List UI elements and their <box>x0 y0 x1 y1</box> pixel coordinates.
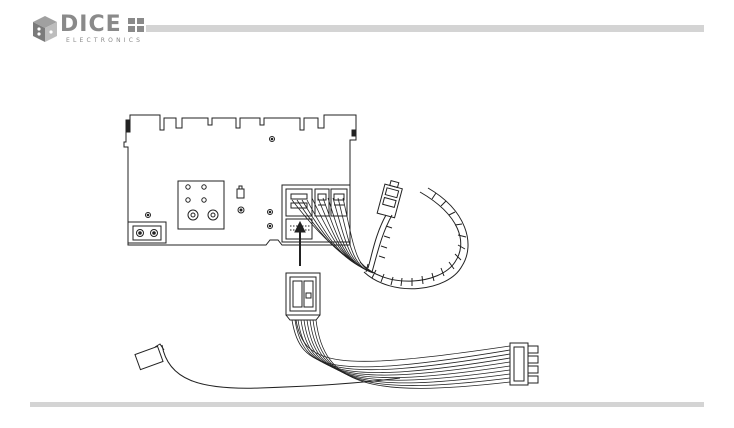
cable-bundle <box>360 188 468 289</box>
antenna-cable <box>135 344 400 388</box>
harness-connector <box>286 273 320 320</box>
wire-bundle-upper <box>292 198 375 273</box>
av-socket-block <box>178 181 224 229</box>
power-plug <box>510 343 538 385</box>
arrow-up-icon <box>295 222 305 266</box>
small-plug <box>377 179 403 217</box>
wire-harness <box>292 320 510 388</box>
